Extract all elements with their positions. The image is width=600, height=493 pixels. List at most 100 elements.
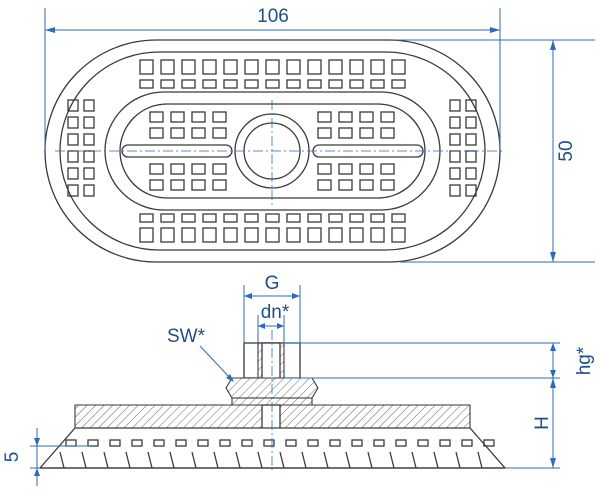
cell (244, 79, 259, 89)
lip-cell (483, 439, 495, 447)
lip-rib (103, 451, 109, 469)
cell (307, 59, 322, 75)
cell (338, 179, 353, 191)
dimension-thread-height: hg* (284, 342, 595, 379)
lip-rib (147, 451, 153, 469)
lip-rib (455, 451, 461, 469)
lip-rib (433, 451, 439, 469)
cell (191, 127, 206, 139)
lip-cell (285, 439, 297, 447)
lip-cell (461, 439, 473, 447)
top-view (44, 39, 505, 263)
lip-rib (191, 451, 197, 469)
cell (170, 111, 185, 123)
cell (160, 227, 175, 243)
cell (338, 127, 353, 139)
lip-height-label: 5 (2, 452, 23, 463)
cell (465, 150, 477, 163)
lip-rib (213, 451, 219, 469)
lip-rib (279, 451, 285, 469)
lip-rib (323, 451, 329, 469)
cell (149, 127, 164, 139)
lip-rib (301, 451, 307, 469)
width-label: 50 (556, 140, 577, 161)
cell (223, 59, 238, 75)
cell (307, 79, 322, 89)
cell (83, 184, 95, 197)
cell (149, 111, 164, 123)
cell (202, 79, 217, 89)
cell (191, 179, 206, 191)
lip-rib (345, 451, 351, 469)
cell (328, 79, 343, 89)
cell (170, 163, 185, 175)
cell (160, 79, 175, 89)
cell (317, 127, 332, 139)
cell (370, 79, 385, 89)
length-label: 106 (257, 6, 289, 27)
cell (212, 179, 227, 191)
cell (83, 133, 95, 146)
lip-rib (235, 451, 241, 469)
height-label: H (532, 416, 553, 430)
thread-height-label: hg* (574, 346, 595, 375)
cell (202, 59, 217, 75)
cell (83, 167, 95, 180)
cell (83, 150, 95, 163)
lip-cell (241, 439, 253, 447)
cell (449, 116, 461, 129)
cell (449, 150, 461, 163)
cell (328, 59, 343, 75)
wrench-label: SW* (167, 326, 206, 347)
lip-rib (169, 451, 175, 469)
cell (223, 213, 238, 223)
cell (181, 59, 196, 75)
cell (380, 111, 395, 123)
cell (359, 179, 374, 191)
cell (223, 79, 238, 89)
cell (67, 167, 79, 180)
dimension-height: H (505, 378, 560, 469)
cell (244, 227, 259, 243)
cell (83, 99, 95, 112)
cell (449, 133, 461, 146)
cell (370, 59, 385, 75)
lip-cell (373, 439, 385, 447)
dimension-length: 106 (44, 6, 501, 150)
cell (380, 163, 395, 175)
cell (265, 213, 280, 223)
cell (286, 213, 301, 223)
cell (67, 99, 79, 112)
cell (202, 227, 217, 243)
cell (202, 213, 217, 223)
lip-ribs (59, 439, 495, 469)
lip-cell (197, 439, 209, 447)
cell (191, 163, 206, 175)
cell (317, 163, 332, 175)
cell (160, 213, 175, 223)
lip-cell (175, 439, 187, 447)
lip-cell (263, 439, 275, 447)
cell (139, 79, 154, 89)
cell (349, 213, 364, 223)
lip-rib (367, 451, 373, 469)
cell (359, 111, 374, 123)
cell (465, 184, 477, 197)
cell (359, 163, 374, 175)
cell (212, 163, 227, 175)
cell (391, 227, 406, 243)
cell (139, 213, 154, 223)
lip-rib (411, 451, 417, 469)
cell (449, 167, 461, 180)
cell (83, 116, 95, 129)
lip-cell (329, 439, 341, 447)
cell (359, 127, 374, 139)
cell (139, 59, 154, 75)
cell (67, 184, 79, 197)
cell (317, 111, 332, 123)
cell (449, 99, 461, 112)
cell (244, 59, 259, 75)
lip-cell (395, 439, 407, 447)
